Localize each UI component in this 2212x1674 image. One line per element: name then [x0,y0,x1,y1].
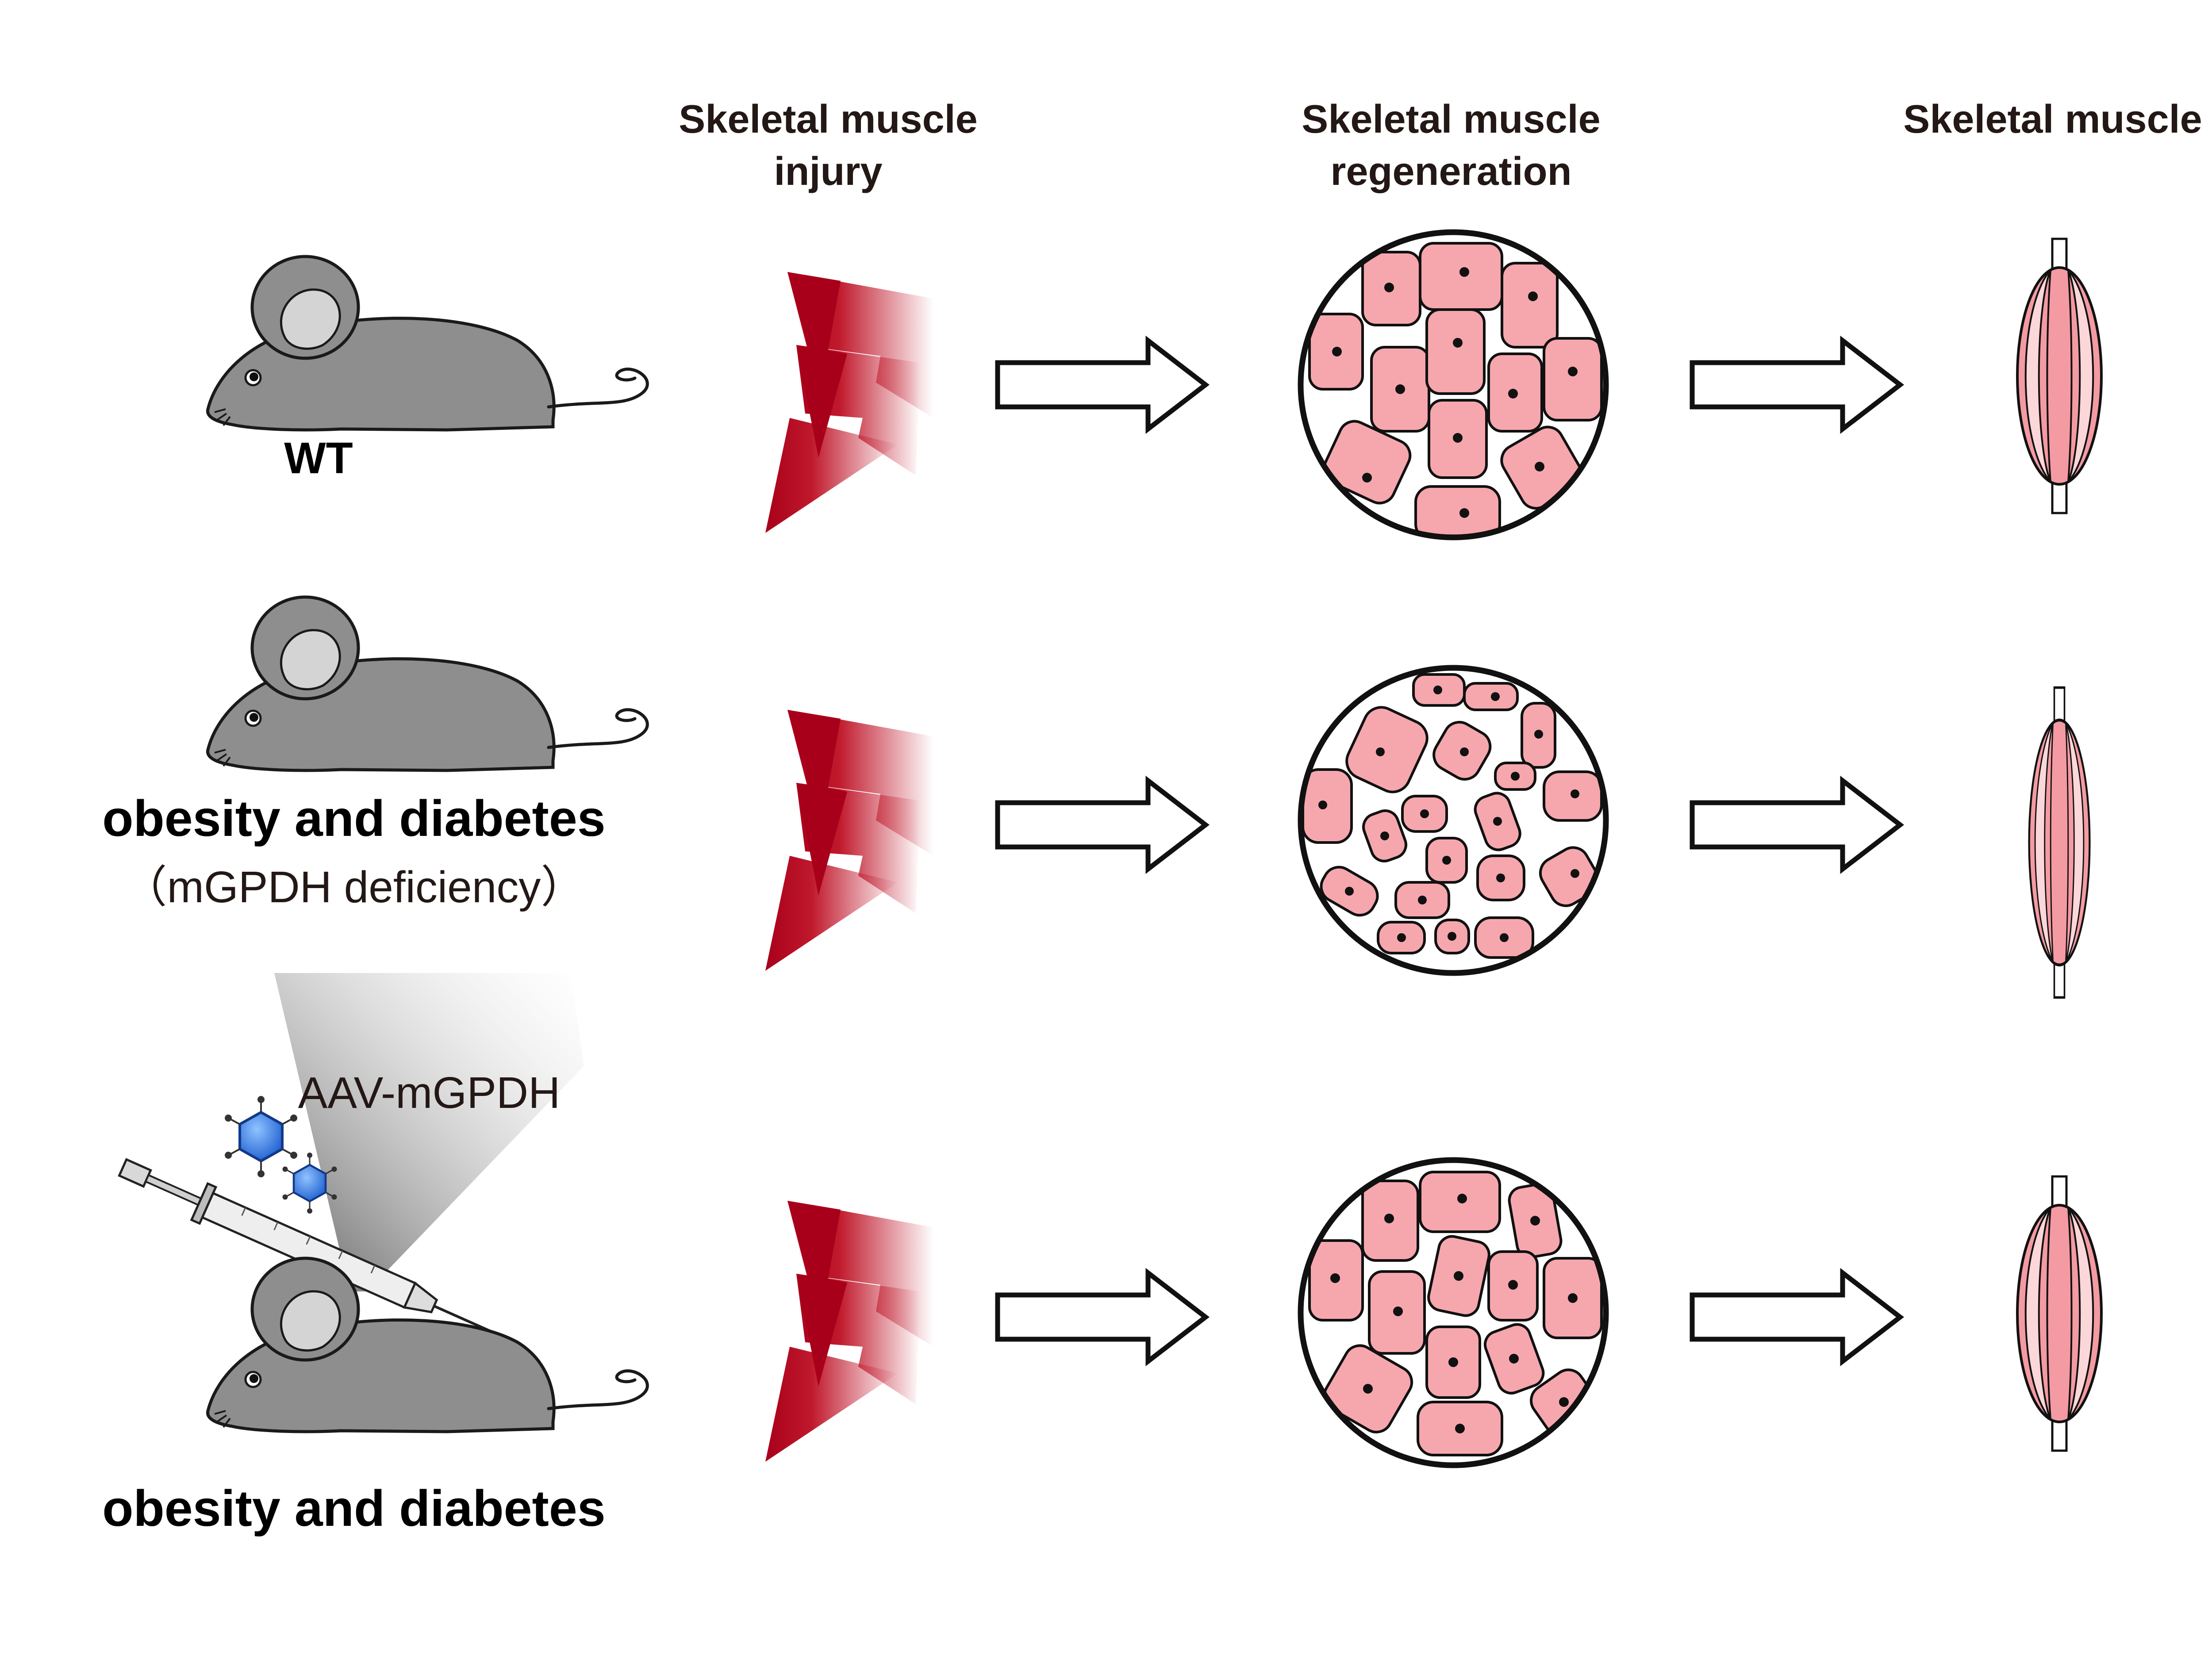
lightning-bolt-icon [765,1201,933,1462]
header-injury: Skeletal muscle injury [679,97,977,194]
treatment-label: AAV-mGPDH [298,1068,561,1118]
header-regen-line1: Skeletal muscle [1302,97,1600,142]
arrow-right-icon [998,781,1206,869]
header-injury-line2: injury [774,149,882,194]
header-regeneration: Skeletal muscle regeneration [1302,97,1600,194]
arrow-right-icon [998,1273,1206,1361]
syringe-icon [118,1158,507,1340]
muscle-icon [2029,688,2090,998]
molecule-icon [225,1096,297,1177]
muscle-tissue-icon [1298,665,1609,976]
muscle-icon [2017,239,2101,513]
row-wt: WT [207,229,2101,540]
header-muscle: Skeletal muscle [1903,97,2202,142]
row-sublabel-deficiency: （mGPDH deficiency） [123,862,585,912]
arrow-right-icon [1692,341,1900,429]
row-label-wt: WT [284,433,353,483]
muscle-tissue-icon [1298,1157,1609,1468]
row-treated: obesity and diabetes [102,1157,2101,1537]
arrow-right-icon [1692,1273,1900,1361]
arrow-right-icon [1692,781,1900,869]
mouse-icon [207,1258,647,1432]
row-label-treated: obesity and diabetes [102,1480,606,1537]
treatment-group: AAV-mGPDH [118,973,584,1340]
lightning-bolt-icon [765,710,933,971]
mouse-icon [207,257,647,430]
mouse-icon [207,597,647,770]
lightning-bolt-icon [765,272,933,533]
injection-beam [274,973,584,1291]
header-injury-line1: Skeletal muscle [679,97,977,142]
row-label-deficiency: obesity and diabetes [102,790,606,847]
muscle-tissue-icon [1298,229,1609,540]
row-deficiency: obesity and diabetes （mGPDH deficiency） [102,597,2089,997]
arrow-right-icon [998,341,1206,429]
header-regen-line2: regeneration [1330,149,1571,194]
muscle-icon [2017,1176,2101,1451]
